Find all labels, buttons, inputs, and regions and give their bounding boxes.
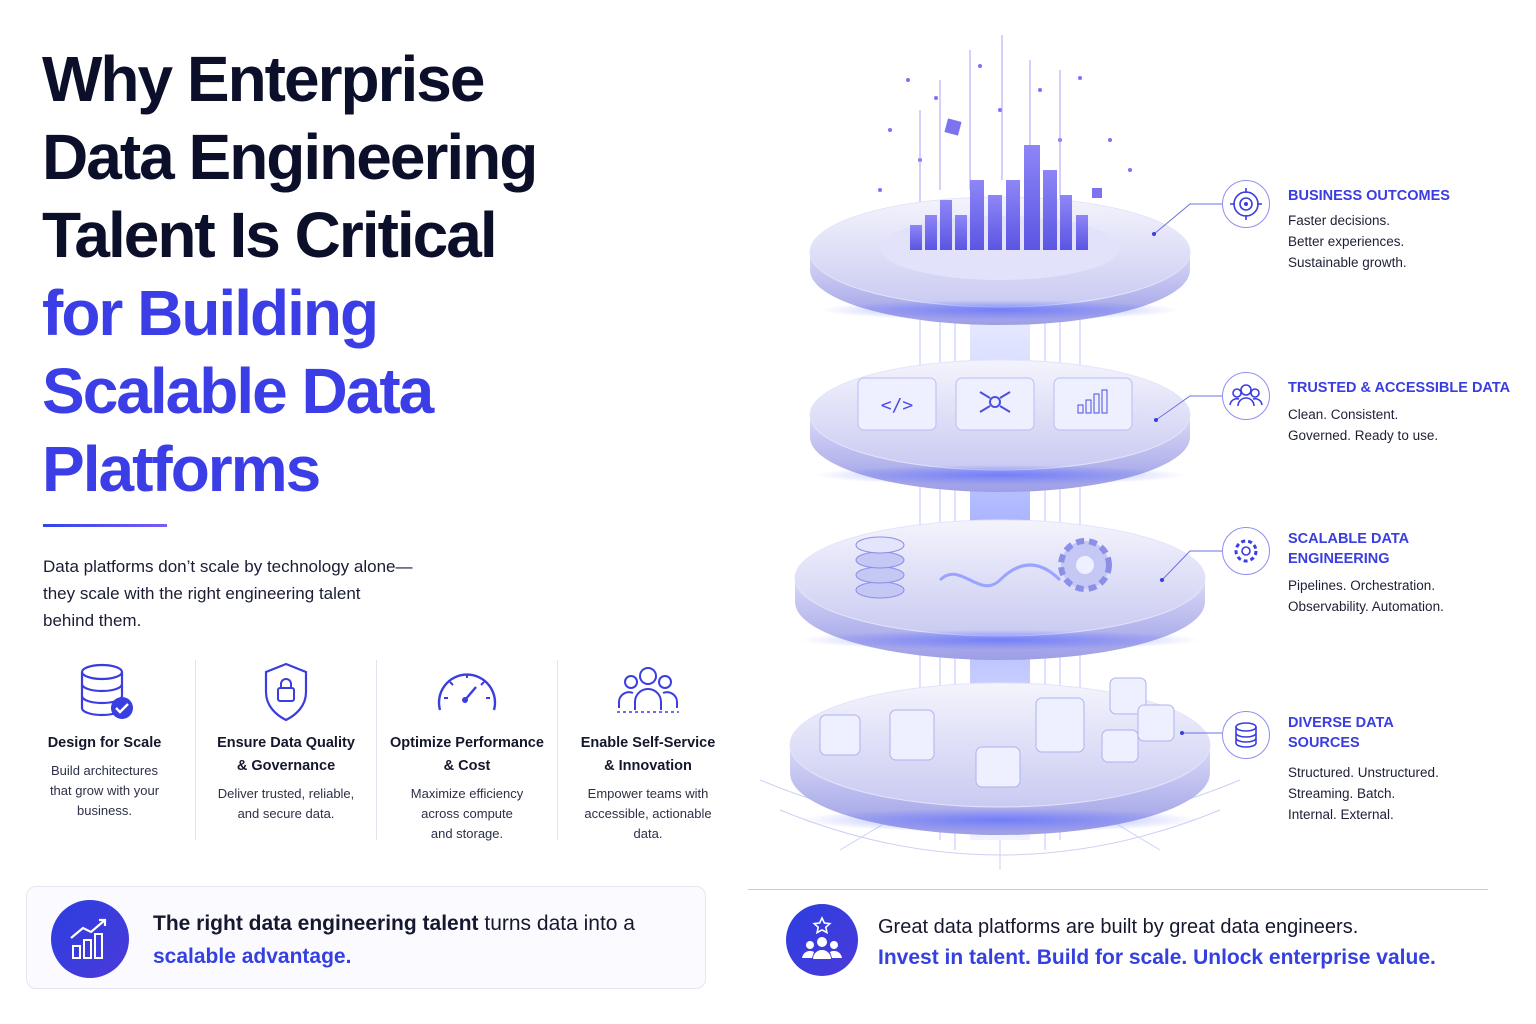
feature-desc: and storage. — [430, 826, 504, 841]
feature-desc: Empower teams with — [587, 786, 709, 801]
feature-desc: across compute — [421, 806, 513, 821]
layer-desc: Faster decisions. — [1288, 213, 1391, 228]
callout-box: The right data engineering talent turns … — [26, 886, 706, 989]
title-line-highlight: for Building — [42, 277, 379, 349]
feature-performance-cost: Optimize Performance & Cost Maximize eff… — [376, 660, 557, 841]
title-line: Talent Is Critical — [42, 199, 498, 271]
feature-data-quality: Ensure Data Quality & Governance Deliver… — [195, 660, 376, 840]
feature-design-for-scale: Design for Scale Build architectures tha… — [14, 660, 195, 840]
layer-connectors — [1152, 203, 1222, 735]
feature-desc: Build architectures — [51, 763, 158, 778]
pipeline-wave-icon — [938, 563, 1062, 588]
layer-business-outcomes — [809, 145, 1191, 325]
data-particles — [878, 64, 1132, 198]
layer-trusted-data: </> — [809, 359, 1191, 492]
speedometer-icon — [437, 673, 497, 711]
intro-text: Data platforms don’t scale by technology… — [43, 553, 463, 634]
layer-data-sources — [789, 677, 1211, 835]
layer-desc: Clean. Consistent. — [1288, 407, 1399, 422]
database-check-icon — [80, 663, 133, 719]
intro-line: they scale with the right engineering ta… — [43, 584, 361, 603]
team-star-icon — [786, 904, 858, 976]
feature-desc: and secure data. — [237, 806, 335, 821]
layer-title: SOURCES — [1288, 735, 1360, 751]
feature-title: Optimize Performance — [390, 735, 544, 751]
footer-line-2: Invest in talent. Build for scale. Unloc… — [878, 946, 1436, 969]
layer-desc: Governed. Ready to use. — [1288, 428, 1439, 443]
feature-title: Design for Scale — [47, 735, 162, 751]
layer-title: SCALABLE DATA — [1288, 531, 1410, 547]
title-line: Why Enterprise — [42, 43, 485, 115]
layer-title: BUSINESS OUTCOMES — [1288, 188, 1450, 204]
footer-message: Great data platforms are built by great … — [786, 904, 1506, 976]
layer-desc: Better experiences. — [1288, 234, 1405, 249]
layer-desc: Streaming. Batch. — [1288, 786, 1396, 801]
layer-desc: Sustainable growth. — [1288, 255, 1407, 270]
callout-bold: The right data engineering talent — [153, 912, 479, 935]
callout-text: The right data engineering talent turns … — [153, 907, 693, 973]
title-line-highlight: Scalable Data — [42, 355, 434, 427]
feature-title: & Governance — [236, 758, 336, 774]
feature-desc: business. — [77, 803, 132, 818]
callout-plain: turns data into a — [478, 912, 635, 935]
title-line-highlight: Platforms — [42, 433, 321, 505]
layer-desc: Pipelines. Orchestration. — [1288, 578, 1436, 593]
layer-title: ENGINEERING — [1288, 551, 1390, 567]
layer-desc: Structured. Unstructured. — [1288, 765, 1439, 780]
network-tile-icon — [955, 377, 1035, 431]
database-stack-icon — [855, 536, 905, 599]
title-line: Data Engineering — [42, 121, 538, 193]
code-tile-icon: </> — [857, 377, 937, 431]
intro-line: Data platforms don’t scale by technology… — [43, 557, 413, 576]
layer-desc: Observability. Automation. — [1288, 599, 1444, 614]
layer-title: DIVERSE DATA — [1288, 715, 1394, 731]
database-icon — [1222, 711, 1270, 759]
feature-list: Design for Scale Build architectures tha… — [14, 660, 738, 841]
gear-icon — [1222, 527, 1270, 575]
bar-chart-icon — [910, 145, 1088, 250]
feature-desc: accessible, actionable — [584, 806, 712, 821]
feature-desc: Maximize efficiency — [410, 786, 524, 801]
shield-lock-icon — [264, 662, 308, 722]
layer-title: TRUSTED & ACCESSIBLE DATA — [1288, 380, 1511, 396]
title-divider — [43, 524, 167, 527]
team-icon — [617, 667, 679, 713]
svg-text:</>: </> — [881, 395, 914, 416]
page-title: Why Enterprise Data Engineering Talent I… — [42, 40, 602, 508]
gear-3d-icon — [1058, 538, 1112, 592]
target-icon — [1222, 180, 1270, 228]
platform-stack-illustration: </> — [759, 35, 1241, 870]
feature-title: & Cost — [443, 758, 491, 774]
footer-line-1: Great data platforms are built by great … — [878, 916, 1359, 938]
feature-desc: Deliver trusted, reliable, — [217, 786, 355, 801]
data-cubes — [819, 677, 1175, 788]
intro-line: behind them. — [43, 611, 142, 630]
feature-self-service: Enable Self-Service & Innovation Empower… — [557, 660, 738, 841]
chart-tile-icon — [1053, 377, 1133, 431]
layer-desc: Internal. External. — [1288, 807, 1394, 822]
feature-title: Enable Self-Service — [580, 735, 716, 751]
growth-chart-icon — [51, 900, 129, 978]
feature-title: & Innovation — [604, 758, 692, 774]
users-icon — [1222, 372, 1270, 420]
callout-highlight: scalable advantage. — [153, 945, 352, 968]
feature-title: Ensure Data Quality — [217, 735, 355, 751]
feature-desc: data. — [633, 826, 663, 841]
layer-scalable-engineering — [794, 519, 1206, 660]
feature-desc: that grow with your — [49, 783, 160, 798]
footer-divider — [748, 889, 1488, 890]
